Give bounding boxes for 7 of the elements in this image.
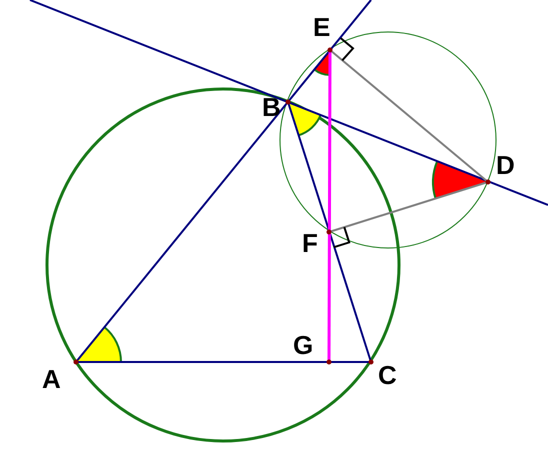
point-label: G bbox=[293, 332, 314, 358]
point-label: F bbox=[302, 230, 318, 256]
point-label: C bbox=[378, 362, 397, 388]
point-label: A bbox=[42, 366, 61, 392]
point-label: E bbox=[313, 14, 330, 40]
point-label: D bbox=[496, 152, 515, 178]
point-label: B bbox=[262, 94, 281, 120]
